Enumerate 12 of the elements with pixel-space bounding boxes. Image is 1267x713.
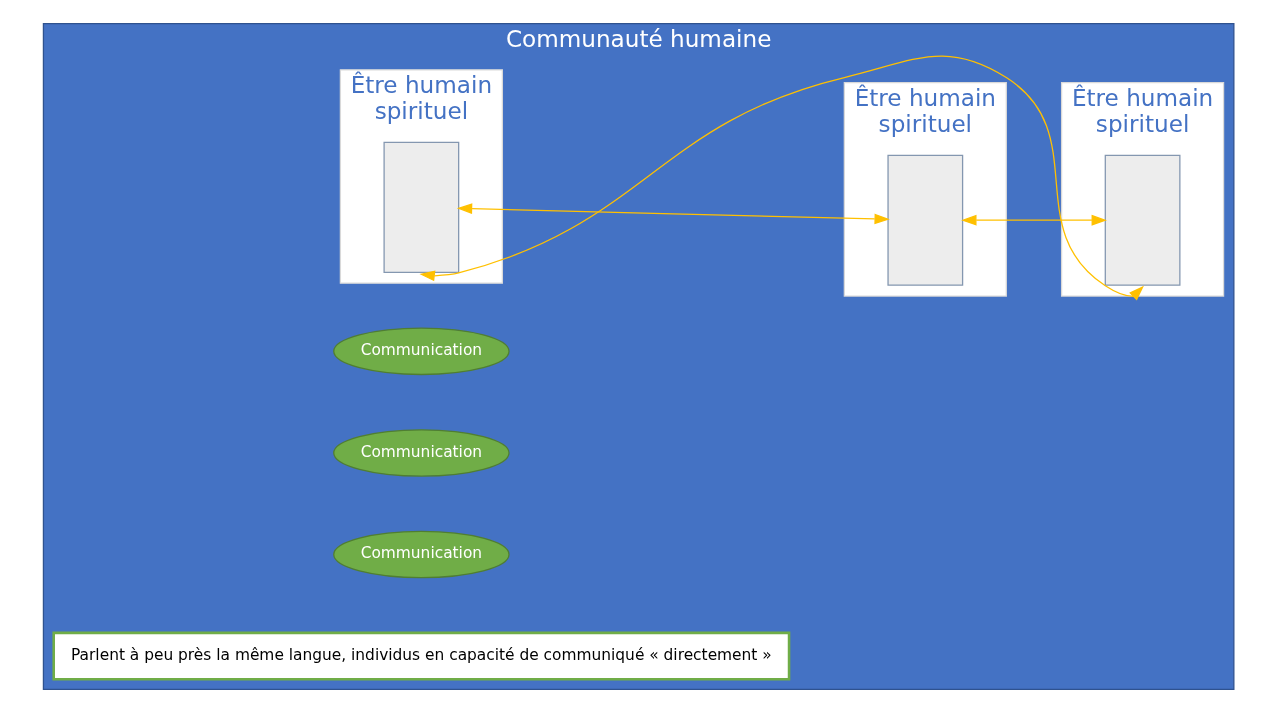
node-box: Parlent à peu près la même langue, individus en capacité de communiqué « directement » bbox=[52, 631, 791, 681]
node-ellipse: Communication bbox=[333, 327, 510, 376]
node-person bbox=[383, 141, 460, 273]
cluster: Être humain spirituel bbox=[843, 82, 1007, 297]
node-ellipse: Communication bbox=[333, 530, 510, 579]
arrow bbox=[419, 55, 1144, 301]
node-person bbox=[887, 154, 964, 286]
node-person bbox=[1104, 154, 1181, 286]
node-ellipse: Communication bbox=[333, 429, 510, 477]
cluster: Être humain spirituel bbox=[1060, 82, 1225, 297]
arrow bbox=[456, 203, 890, 225]
arrow bbox=[961, 214, 1107, 226]
